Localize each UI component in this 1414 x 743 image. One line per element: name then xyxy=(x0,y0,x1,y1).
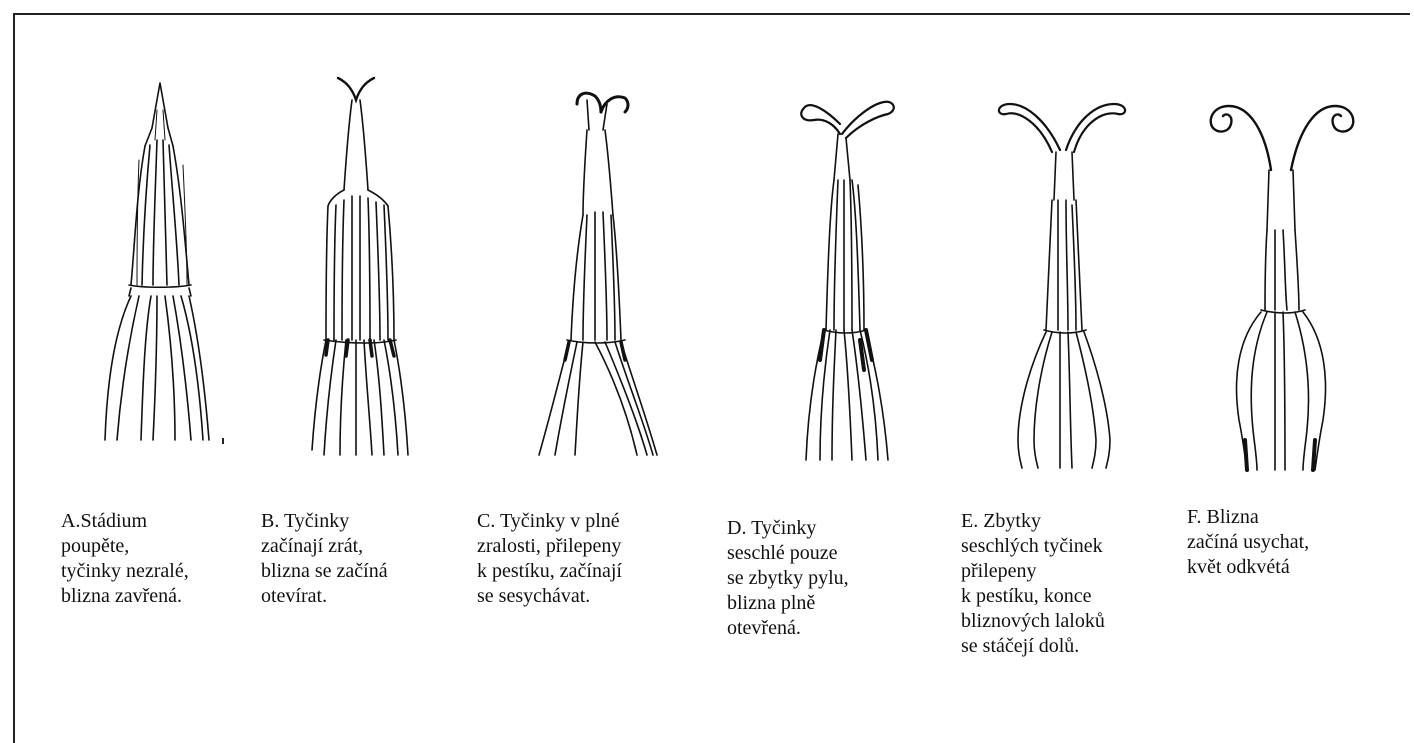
stage-a-caption: A.Stádium poupěte, tyčinky nezralé, bliz… xyxy=(61,509,189,609)
stray-mark xyxy=(222,438,224,444)
stage-e-caption: E. Zbytky seschlých tyčinek přilepeny k … xyxy=(961,509,1105,659)
stigma-beginning-to-open-icon xyxy=(300,0,420,460)
stigma-fully-open-icon xyxy=(780,0,910,470)
flower-bud-closed-stigma-icon xyxy=(95,0,185,460)
stage-f-caption: F. Blizna začíná usychat, květ odkvétá xyxy=(1187,505,1309,580)
stigma-lobes-curling-down-icon xyxy=(990,0,1130,470)
stage-b-caption: B. Tyčinky začínají zrát, blizna se začí… xyxy=(261,509,388,609)
stage-d-caption: D. Tyčinky seschlé pouze se zbytky pylu,… xyxy=(727,516,849,641)
stigma-curled-withering-icon xyxy=(1195,0,1365,480)
stage-c-caption: C. Tyčinky v plné zralosti, přilepeny k … xyxy=(477,509,622,609)
stamens-mature-stigma-open-icon xyxy=(525,0,665,460)
